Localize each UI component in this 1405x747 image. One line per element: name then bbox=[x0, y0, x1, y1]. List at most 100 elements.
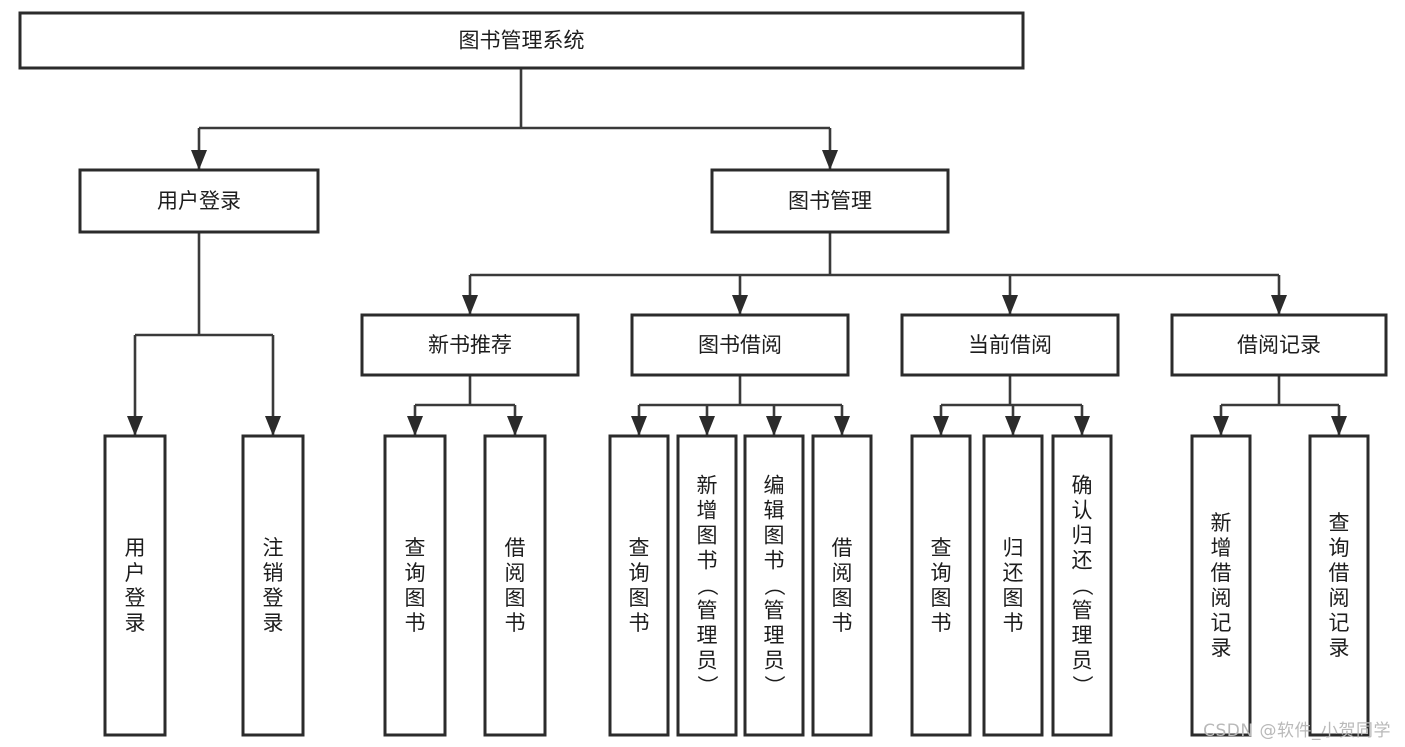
arrow-head-icon bbox=[1005, 416, 1021, 436]
node-label-char: 图 bbox=[505, 586, 526, 610]
node-label-char: 录 bbox=[125, 611, 146, 635]
node-current-borrow[interactable]: 当前借阅 bbox=[900, 313, 1120, 377]
node-label-char: 阅 bbox=[1329, 586, 1350, 610]
node-label-char: 查 bbox=[1329, 511, 1350, 535]
node-user-login[interactable]: 用户登录 bbox=[78, 168, 320, 234]
node-label-char: 注 bbox=[263, 536, 284, 560]
arrow-head-icon bbox=[732, 295, 748, 315]
arrow-head-icon bbox=[191, 150, 207, 170]
node-box[interactable] bbox=[241, 434, 305, 737]
node-box[interactable] bbox=[710, 168, 950, 234]
connector-new-book-recommend-bus bbox=[407, 375, 523, 436]
node-box[interactable] bbox=[1190, 434, 1252, 737]
node-label: 图书管理系统 bbox=[459, 29, 585, 53]
node-label-char: 记 bbox=[1211, 611, 1232, 635]
node-borrow-record[interactable]: 借阅记录 bbox=[1170, 313, 1388, 377]
connector-book-borrow-bus bbox=[631, 375, 850, 436]
arrow-head-icon bbox=[631, 416, 647, 436]
node-label-char: 新 bbox=[1211, 511, 1232, 535]
node-label-char: 辑 bbox=[764, 499, 785, 523]
node-box[interactable] bbox=[1170, 313, 1388, 377]
node-box[interactable] bbox=[360, 313, 580, 377]
node-label-char: 登 bbox=[125, 586, 146, 610]
node-box[interactable] bbox=[1051, 434, 1113, 737]
node-label-char: 理 bbox=[764, 624, 785, 648]
connector-current-borrow-bus bbox=[933, 375, 1090, 436]
node-box[interactable] bbox=[383, 434, 447, 737]
connector-root-bus bbox=[191, 68, 838, 170]
node-box[interactable] bbox=[900, 313, 1120, 377]
node-label-char: 记 bbox=[1329, 611, 1350, 635]
node-label-char: 管 bbox=[764, 599, 785, 623]
node-label: 借阅记录 bbox=[1237, 333, 1321, 357]
node-label-char: 认 bbox=[1072, 499, 1093, 523]
node-box[interactable] bbox=[630, 313, 850, 377]
node-label-char: 借 bbox=[1211, 561, 1232, 585]
node-box[interactable] bbox=[483, 434, 547, 737]
node-layer: 图书管理系统用户登录图书管理新书推荐图书借阅当前借阅借阅记录用户登录注销登录查询… bbox=[18, 11, 1388, 737]
node-label-char: 书 bbox=[832, 611, 853, 635]
node-label-char: 登 bbox=[263, 586, 284, 610]
node-label-char: 用 bbox=[125, 536, 146, 560]
node-label-char: 增 bbox=[1211, 536, 1232, 560]
node-label-char: 增 bbox=[697, 499, 718, 523]
arrow-head-icon bbox=[1271, 295, 1287, 315]
node-label-char: 查 bbox=[629, 536, 650, 560]
node-box[interactable] bbox=[103, 434, 167, 737]
node-box[interactable] bbox=[18, 11, 1025, 70]
node-box[interactable] bbox=[676, 434, 738, 737]
node-label-char: 员 bbox=[697, 649, 718, 673]
node-box[interactable] bbox=[608, 434, 670, 737]
node-label-char: 借 bbox=[1329, 561, 1350, 585]
node-label-char: 图 bbox=[405, 586, 426, 610]
node-label-char: 户 bbox=[125, 561, 146, 585]
node-label-char: 图 bbox=[764, 524, 785, 548]
node-label-char: 查 bbox=[931, 536, 952, 560]
node-label-char: 书 bbox=[1003, 611, 1024, 635]
node-label: 图书借阅 bbox=[698, 333, 782, 357]
node-label-char: 管 bbox=[1072, 599, 1093, 623]
node-book-borrow[interactable]: 图书借阅 bbox=[630, 313, 850, 377]
node-leaf-user-login[interactable]: 用户登录 bbox=[103, 434, 167, 737]
node-label-char: 图 bbox=[832, 586, 853, 610]
node-box[interactable] bbox=[78, 168, 320, 234]
node-book-management[interactable]: 图书管理 bbox=[710, 168, 950, 234]
arrow-head-icon bbox=[507, 416, 523, 436]
node-label-char: 询 bbox=[1329, 536, 1350, 560]
node-label-char: 借 bbox=[832, 536, 853, 560]
node-label-char: 书 bbox=[697, 549, 718, 573]
node-label-char: ） bbox=[695, 675, 719, 696]
arrow-head-icon bbox=[1331, 416, 1347, 436]
arrow-head-icon bbox=[127, 416, 143, 436]
node-box[interactable] bbox=[910, 434, 972, 737]
node-label-char: 录 bbox=[263, 611, 284, 635]
node-label-char: 阅 bbox=[1211, 586, 1232, 610]
node-box[interactable] bbox=[982, 434, 1044, 737]
arrow-head-icon bbox=[1002, 295, 1018, 315]
node-new-book-recommend[interactable]: 新书推荐 bbox=[360, 313, 580, 377]
node-label-char: 员 bbox=[764, 649, 785, 673]
node-box[interactable] bbox=[1308, 434, 1370, 737]
arrow-head-icon bbox=[699, 416, 715, 436]
node-box[interactable] bbox=[811, 434, 873, 737]
node-label-char: 还 bbox=[1003, 561, 1024, 585]
node-label-char: （ bbox=[695, 575, 719, 596]
arrow-head-icon bbox=[1074, 416, 1090, 436]
node-root[interactable]: 图书管理系统 bbox=[18, 11, 1025, 70]
arrow-head-icon bbox=[766, 416, 782, 436]
node-box[interactable] bbox=[743, 434, 805, 737]
node-label-char: 查 bbox=[405, 536, 426, 560]
node-label-char: 归 bbox=[1072, 524, 1093, 548]
